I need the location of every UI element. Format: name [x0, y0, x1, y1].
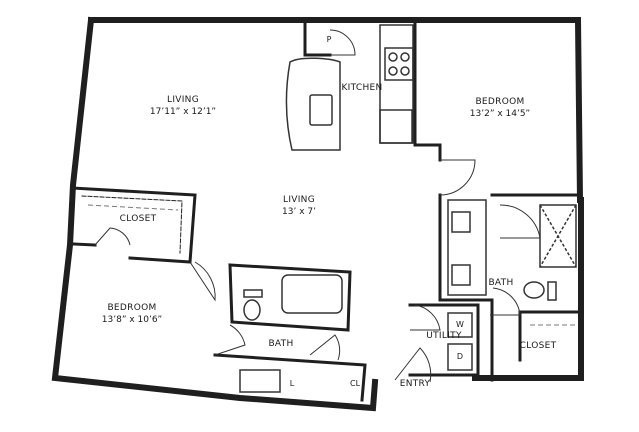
burner-icon — [388, 52, 398, 62]
closet-left-wall — [70, 186, 197, 264]
exterior-wall — [88, 17, 584, 204]
room-dim-bedroom-right: 13’2” x 14’5” — [469, 109, 531, 119]
pantry-label: P — [326, 35, 332, 44]
dryer — [447, 343, 473, 371]
room-name-entry: ENTRY — [399, 379, 431, 389]
closet-right-door — [490, 287, 521, 316]
washer-label: W — [456, 320, 464, 329]
bath-lower-door — [309, 334, 341, 361]
closet-small-label: CL — [349, 379, 361, 388]
bath-left-door — [214, 324, 246, 356]
linen-label: L — [289, 379, 295, 388]
refrigerator — [379, 109, 413, 144]
exterior-wall-right — [472, 197, 584, 381]
utility-wall — [408, 303, 480, 377]
bathtub — [281, 274, 343, 314]
bedroom-wall — [413, 18, 442, 162]
room-name-living-center: LIVING — [283, 195, 315, 205]
vanity-right — [447, 199, 487, 296]
room-name-kitchen: KITCHEN — [341, 83, 383, 93]
bedroom-door — [439, 159, 476, 196]
room-name-utility: UTILITY — [426, 331, 462, 341]
toilet-icon — [243, 299, 261, 321]
closet-rod — [87, 204, 179, 211]
kitchen-counter — [379, 24, 414, 144]
range — [384, 47, 414, 81]
bath-left-lower — [213, 353, 367, 402]
bath-right-door — [499, 204, 541, 239]
room-name-living-main: LIVING — [167, 95, 199, 105]
kitchen-wall — [303, 18, 332, 57]
toilet-icon — [523, 281, 545, 299]
bedroom-left-door — [189, 261, 216, 302]
pantry-door — [329, 29, 356, 56]
burner-icon — [388, 66, 398, 76]
dryer-label: D — [456, 352, 464, 361]
closet-left-door — [94, 227, 131, 246]
room-dim-living-center: 13’ x 7’ — [282, 207, 316, 217]
utility-door — [410, 304, 441, 331]
room-name-closet-right: CLOSET — [519, 341, 557, 351]
kitchen-sink — [309, 94, 333, 126]
entry-door — [394, 347, 432, 383]
room-dim-bedroom-left: 13’8” x 10’6” — [101, 315, 163, 325]
washer — [447, 312, 473, 338]
exterior-wall-left — [51, 16, 379, 412]
bath-left-wall — [228, 263, 352, 332]
closet-left-inner — [81, 195, 183, 254]
closet-right-wall — [518, 310, 583, 362]
room-dim-living-main: 17’11” x 12’1” — [149, 107, 217, 117]
sink-icon — [451, 264, 471, 286]
toilet-tank — [243, 289, 263, 298]
sink-icon — [451, 211, 471, 233]
room-name-bedroom-right: BEDROOM — [475, 97, 525, 107]
room-name-bath-left: BATH — [268, 339, 294, 349]
burner-icon — [400, 52, 410, 62]
room-name-bedroom-left: BEDROOM — [107, 303, 157, 313]
shower-x-icon — [539, 204, 577, 268]
room-name-closet-left: CLOSET — [119, 214, 157, 224]
bedroom-bath-wall — [438, 193, 582, 302]
toilet-tank — [547, 281, 557, 301]
burner-icon — [400, 66, 410, 76]
room-name-bath-right: BATH — [488, 278, 514, 288]
bath-right-wall — [438, 298, 494, 382]
vanity-left — [239, 369, 281, 393]
